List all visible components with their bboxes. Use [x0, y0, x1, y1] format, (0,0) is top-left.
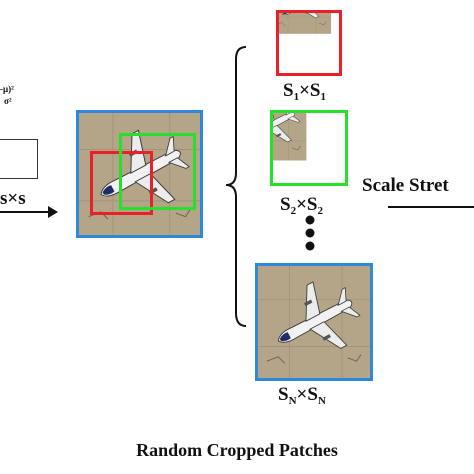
airplane-image-icon — [258, 266, 370, 378]
patch-n — [255, 263, 373, 381]
grouping-brace — [225, 46, 247, 327]
source-image — [76, 110, 203, 238]
patch-1 — [276, 10, 342, 76]
scale-stretch-label: Scale Stret — [362, 175, 449, 196]
vertical-ellipsis-icon — [305, 215, 315, 251]
airplane-image-icon — [273, 113, 345, 183]
scale-stretch-arrow — [388, 206, 474, 208]
input-arrow — [0, 206, 58, 218]
airplane-image-icon — [279, 13, 339, 73]
formula-denominator: σ² — [4, 96, 12, 106]
input-square — [0, 139, 38, 179]
patch-2 — [270, 110, 348, 186]
patch-2-size-label: S2×S2 — [280, 194, 323, 217]
caption: Random Cropped Patches — [136, 440, 338, 460]
patch-n-size-label: SN×SN — [278, 384, 326, 407]
formula-numerator: -μ)² — [0, 84, 14, 94]
input-size-label: s×s — [0, 188, 26, 209]
green-crop-box — [119, 133, 196, 210]
patch-1-size-label: S1×S1 — [283, 80, 326, 103]
